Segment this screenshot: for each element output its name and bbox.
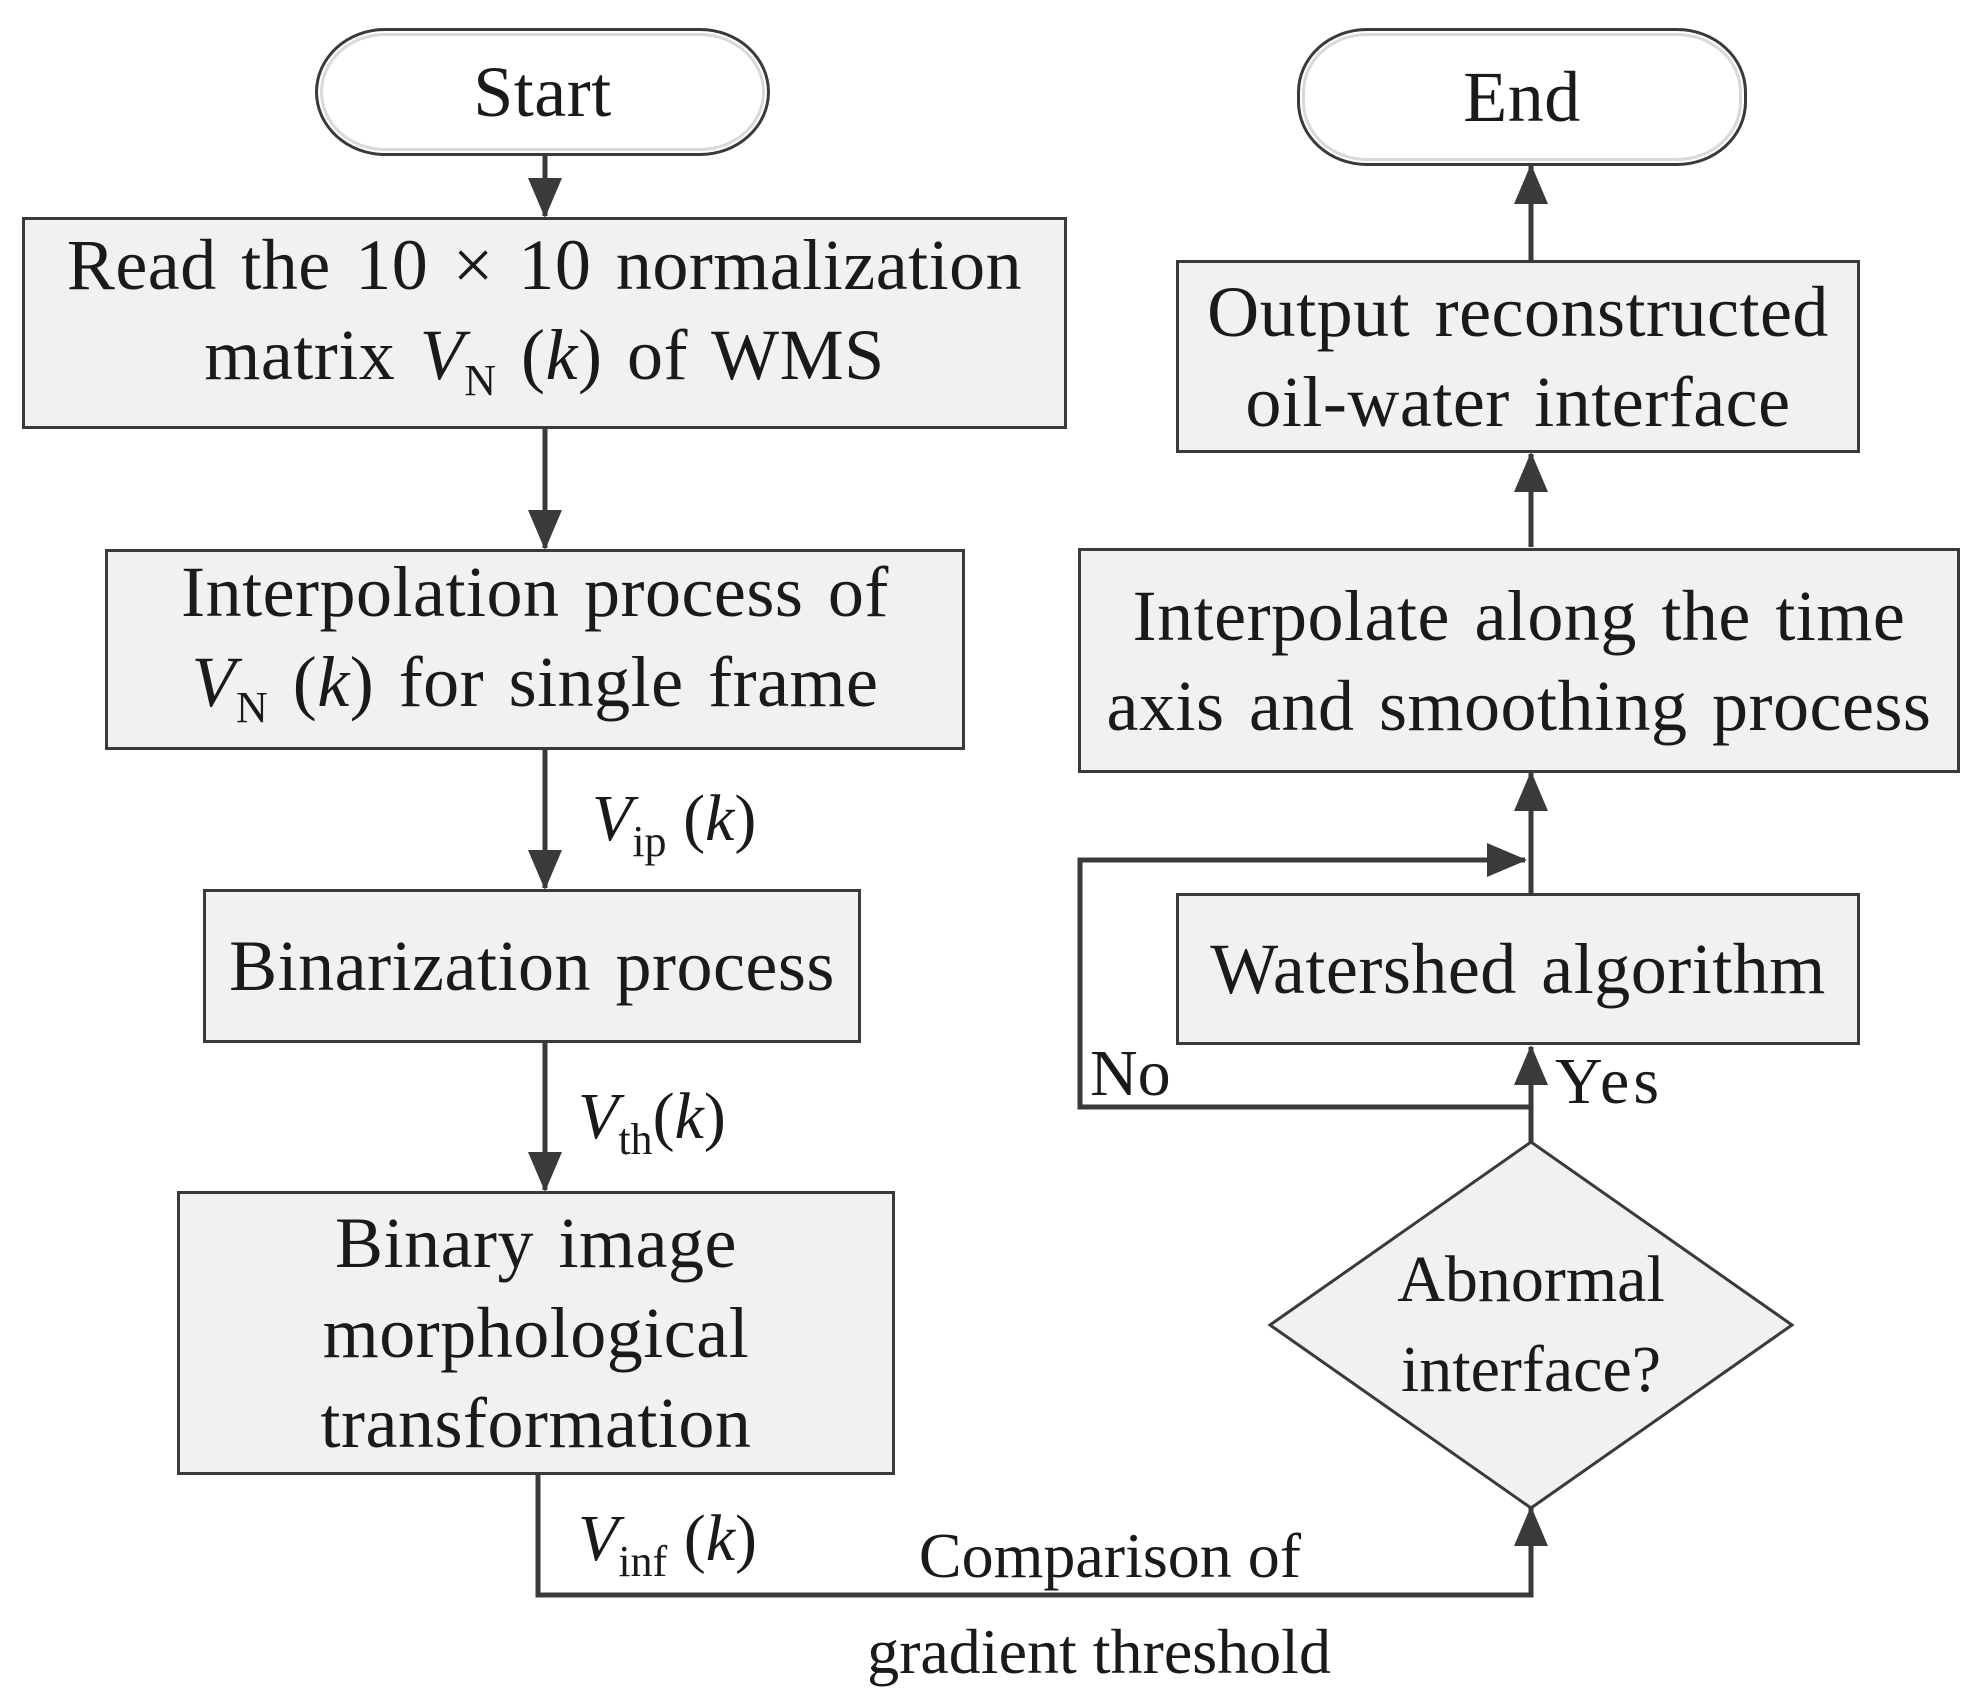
- start-terminal: Start: [315, 28, 770, 156]
- read-matrix-arg: (k): [521, 315, 603, 395]
- morphology-box: Binary image morphological transformatio…: [177, 1191, 895, 1475]
- vip-sub: ip: [632, 817, 667, 866]
- decision-diamond-shape: [1267, 1140, 1795, 1510]
- read-matrix-line1: Read the 10 × 10 normalization: [66, 225, 1023, 305]
- read-matrix-box: Read the 10 × 10 normalization matrix VN…: [22, 217, 1067, 429]
- vinf-var: V: [578, 1502, 619, 1575]
- time-interp-line2: axis and smoothing process: [1106, 665, 1932, 746]
- vth-var: V: [578, 1080, 619, 1153]
- read-matrix-var: V: [419, 315, 465, 395]
- interpolation-line1: Interpolation process of: [181, 551, 889, 632]
- output-box: Output reconstructed oil-water interface: [1176, 260, 1860, 453]
- comparison-line1: Comparison of: [918, 1520, 1302, 1591]
- edge-label-vinf: Vinf (k): [578, 1500, 757, 1601]
- interpolation-arg: (k): [292, 641, 375, 722]
- start-label: Start: [473, 52, 612, 132]
- interpolation-sub: N: [235, 682, 269, 732]
- comparison-line2: gradient threshold: [867, 1616, 1331, 1687]
- math-variable-k: k: [317, 641, 350, 722]
- interpolation-var: V: [191, 641, 236, 722]
- decision-line1: Abnormal: [1397, 1243, 1665, 1316]
- output-line1: Output reconstructed: [1207, 271, 1829, 352]
- vinf-sub: inf: [618, 1537, 668, 1586]
- interpolation-suffix: for single frame: [374, 641, 879, 722]
- comparison-label: Comparison of gradient threshold: [830, 1508, 1390, 1700]
- arrow-morphology-to-decision: [535, 1475, 1548, 1598]
- vip-var: V: [592, 782, 633, 855]
- vip-arg: (k): [683, 782, 757, 855]
- edge-label-vip: Vip (k): [592, 780, 756, 881]
- interpolation-line2: VN (k) for single frame: [191, 637, 878, 753]
- morphology-line3: transformation: [320, 1383, 752, 1463]
- yes-text: Yes: [1555, 1045, 1664, 1118]
- time-interp-line1: Interpolate along the time: [1132, 575, 1906, 656]
- watershed-box: Watershed algorithm: [1176, 893, 1860, 1045]
- vinf-arg: (k): [683, 1502, 757, 1575]
- read-matrix-suffix: of WMS: [602, 315, 885, 395]
- yes-label: Yes: [1555, 1043, 1663, 1121]
- morphology-line2: morphological: [322, 1293, 750, 1373]
- read-matrix-prefix: matrix: [204, 315, 420, 395]
- vth-arg: (k): [652, 1080, 726, 1153]
- read-matrix-sub: N: [464, 356, 497, 405]
- vth-sub: th: [618, 1115, 653, 1164]
- no-text: No: [1090, 1037, 1171, 1110]
- decision-line2: interface?: [1400, 1333, 1662, 1406]
- arrow-decision-no-bypass: [1077, 843, 1531, 1110]
- math-variable-k: k: [545, 315, 578, 395]
- output-line2: oil-water interface: [1245, 361, 1791, 442]
- end-terminal: End: [1297, 28, 1747, 166]
- no-label: No: [1090, 1035, 1171, 1113]
- math-variable-k: k: [705, 782, 735, 855]
- watershed-label: Watershed algorithm: [1210, 929, 1826, 1009]
- math-variable-k: k: [705, 1502, 735, 1575]
- binarization-label: Binarization process: [229, 926, 835, 1006]
- read-matrix-line2: matrix VN (k) of WMS: [204, 310, 884, 426]
- math-variable-k: k: [674, 1080, 704, 1153]
- time-interp-box: Interpolate along the time axis and smoo…: [1078, 548, 1960, 773]
- interpolation-box: Interpolation process of VN (k) for sing…: [105, 549, 965, 750]
- binarization-box: Binarization process: [203, 889, 861, 1043]
- edge-label-vth: Vth(k): [578, 1078, 726, 1179]
- morphology-line1: Binary image: [335, 1203, 737, 1283]
- end-label: End: [1463, 57, 1581, 137]
- decision-diamond: Abnormal interface?: [1340, 1220, 1722, 1430]
